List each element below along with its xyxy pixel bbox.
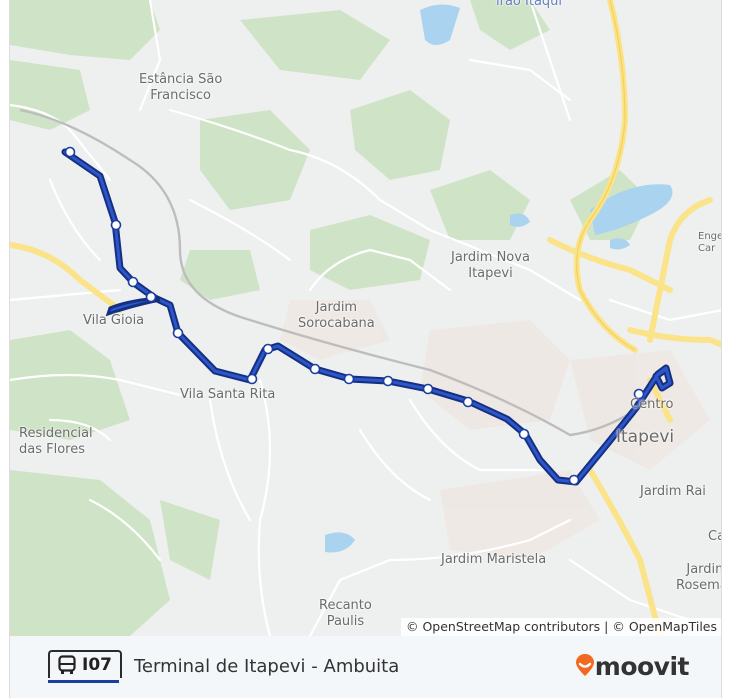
place-label-vila-gioia: Vila Gioia [83, 313, 145, 328]
route-stop[interactable] [262, 343, 274, 355]
route-stop[interactable] [462, 396, 474, 408]
route-code: I07 [82, 655, 112, 675]
route-stop[interactable] [64, 146, 76, 158]
place-label-recanto-paulis: Recanto Paulis [319, 598, 372, 629]
map-canvas [10, 0, 721, 636]
route-stop[interactable] [309, 363, 321, 375]
route-stop[interactable] [633, 388, 645, 400]
place-label-jardim-rai: Jardim Rai [640, 484, 706, 499]
railway [19, 108, 651, 437]
major-road-edges [576, 0, 636, 351]
route-stops [64, 146, 645, 486]
water [325, 4, 673, 553]
place-label-vila-santa-rita: Vila Santa Rita [180, 387, 276, 402]
map-frame: Estância São Francisco Jardim Nova Itape… [9, 0, 722, 698]
route-stop[interactable] [145, 291, 157, 303]
route-stop[interactable] [246, 373, 258, 385]
place-label-itapevi: Itapevi [616, 427, 675, 447]
place-label-residencial-das-flores: Residencial das Flores [19, 426, 93, 457]
brand-name: moovit [594, 652, 690, 681]
route-stop[interactable] [343, 373, 355, 385]
route-badge: I07 [48, 650, 122, 678]
urban-areas [280, 300, 710, 560]
minor-roads [10, 0, 721, 636]
route-stop[interactable] [422, 383, 434, 395]
place-label-jardim-nova-itapevi: Jardim Nova Itapevi [451, 250, 530, 281]
map-view[interactable]: Estância São Francisco Jardim Nova Itape… [10, 0, 722, 636]
place-label-jardim-sorocabana: Jardim Sorocabana [298, 300, 375, 331]
route-stop[interactable] [110, 219, 122, 231]
map-attribution[interactable]: © OpenStreetMap contributors | © OpenMap… [400, 618, 721, 636]
route-stop[interactable] [568, 474, 580, 486]
place-label-jardim-maristela: Jardim Maristela [441, 552, 547, 567]
place-label-centro: Centro [630, 397, 674, 412]
route-name: Terminal de Itapevi - Ambuita [134, 656, 400, 677]
route-badge-underline [48, 680, 119, 683]
place-label-enge-car: Enge Car [698, 231, 722, 254]
route-stop[interactable] [172, 327, 184, 339]
bus-icon [58, 655, 76, 675]
route-stop[interactable] [518, 428, 530, 440]
place-label-irao-itaqui: irão Itaqui [496, 0, 563, 9]
route-stop[interactable] [382, 375, 394, 387]
place-label-ca: Ca [708, 529, 721, 544]
green-areas [10, 0, 650, 636]
route-footer: I07 Terminal de Itapevi - Ambuita moovit [10, 636, 721, 698]
place-label-jardim-rosema: Jardim Rosema [676, 562, 721, 593]
moovit-logo[interactable]: moovit [575, 652, 690, 681]
route-stop[interactable] [127, 276, 139, 288]
location-pin-icon [575, 653, 595, 681]
place-label-estancia-sao-francisco: Estância São Francisco [139, 72, 223, 103]
